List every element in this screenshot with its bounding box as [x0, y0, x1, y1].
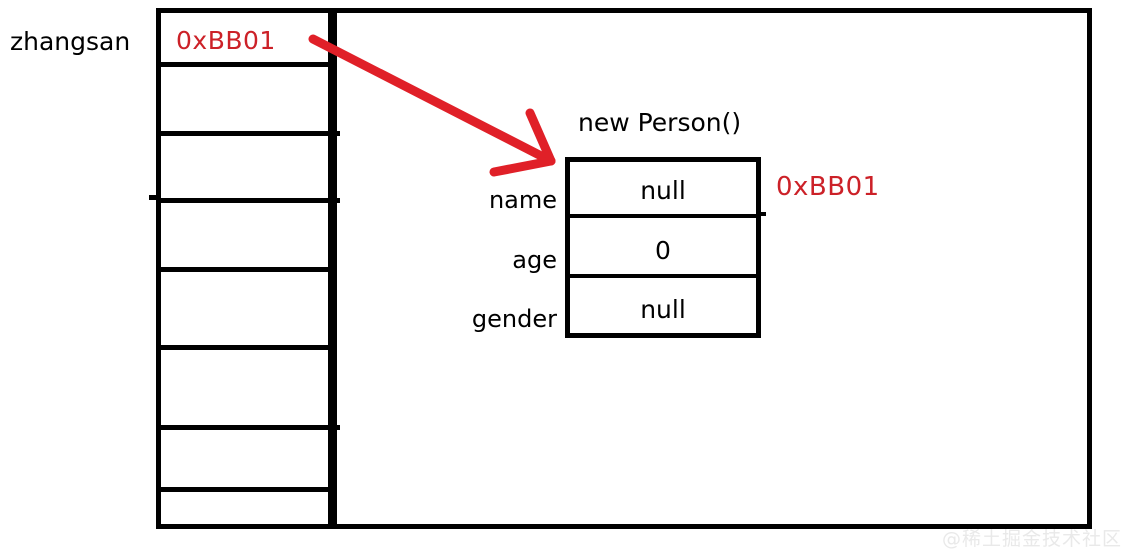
object-title: new Person()	[578, 108, 742, 137]
person-object-box	[565, 157, 761, 338]
heap-container	[332, 8, 1092, 529]
stack-row-divider-3	[156, 198, 333, 203]
stack-row-divider-4	[156, 267, 333, 272]
stack-row-divider-6	[156, 425, 333, 430]
stack-slot-value-address: 0xBB01	[176, 26, 276, 55]
person-tick-mark-1	[756, 212, 766, 216]
field-label-age: age	[512, 246, 557, 274]
stack-variable-label: zhangsan	[10, 27, 131, 56]
stack-tick-mark-left-3	[149, 195, 157, 200]
person-field-divider-1	[565, 214, 761, 218]
field-value-age: 0	[655, 236, 671, 265]
watermark: @稀土掘金技术社区	[941, 528, 1122, 550]
stack-row-divider-2	[156, 131, 333, 136]
stack-row-divider-1	[156, 62, 333, 67]
field-label-gender: gender	[471, 305, 557, 333]
person-field-divider-2	[565, 274, 761, 278]
stack-row-divider-5	[156, 345, 333, 350]
field-value-name: null	[640, 176, 686, 205]
object-address-label: 0xBB01	[776, 172, 880, 202]
stack-row-divider-7	[156, 487, 333, 492]
field-label-name: name	[488, 186, 557, 214]
field-value-gender: null	[640, 295, 686, 324]
